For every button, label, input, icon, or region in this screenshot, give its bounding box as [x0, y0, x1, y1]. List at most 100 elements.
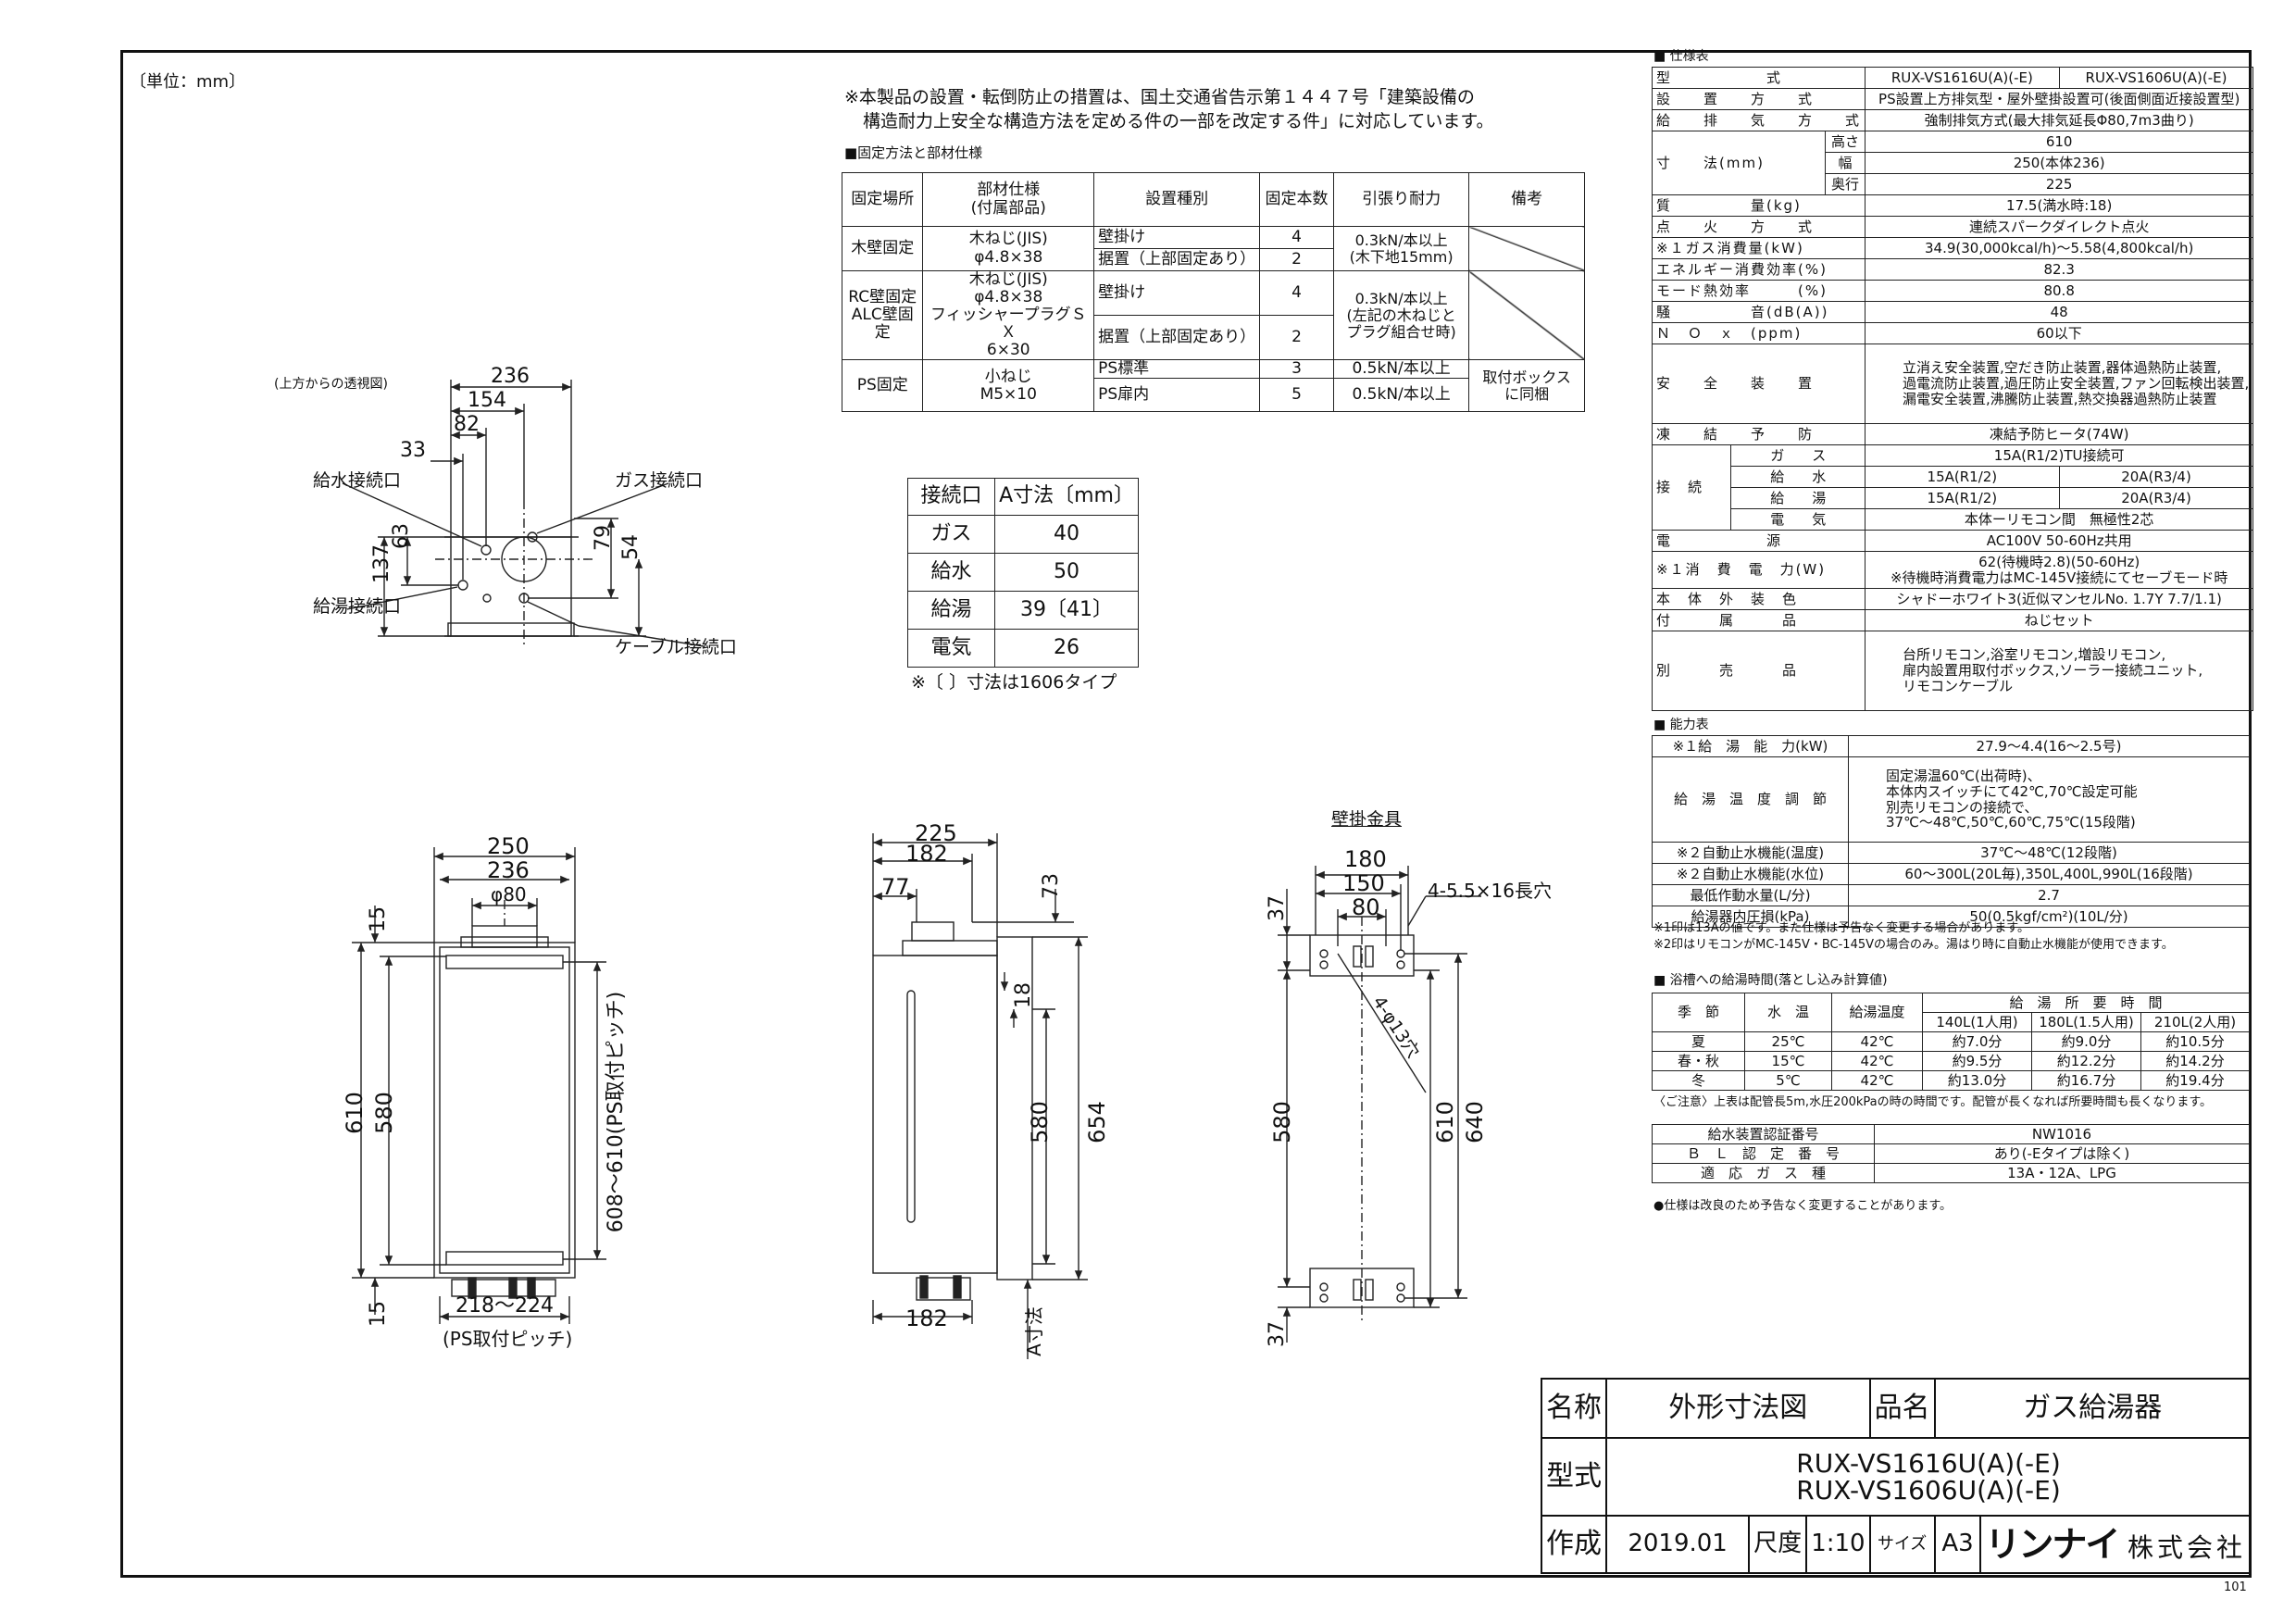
fixing-place: PS固定 [841, 359, 924, 413]
spec-value: 17.5(満水時:18) [1865, 194, 2254, 217]
spec-value: AC100V 50-60Hz共用 [1865, 530, 2254, 552]
cert-value: NW1016 [1874, 1124, 2250, 1144]
fill-header: 水 温 [1744, 993, 1832, 1032]
spec-sub-label: 給 湯 [1730, 487, 1866, 509]
fixing-strength: 0.5kN/本以上 [1332, 359, 1470, 380]
spec-value: PS設置上方排気型・屋外壁掛設置可(後面側面近接設置型) [1865, 88, 2254, 110]
title-size: A3 [1933, 1515, 1982, 1574]
fill-cell: 約10.5分 [2140, 1031, 2250, 1052]
spec-value: 20A(R3/4) [2058, 466, 2254, 488]
fixing-header: 固定場所 [841, 172, 924, 227]
spec-value: 15A(R1/2) [1865, 466, 2060, 488]
spec-value: 250(本体236) [1865, 152, 2254, 174]
fill-header: 季 節 [1652, 993, 1745, 1032]
fixing-type: 据置（上部固定あり） [1093, 315, 1261, 361]
spec-label: 電 源 [1651, 530, 1866, 552]
spec-value: 610 [1865, 131, 2254, 153]
capacity-label: 給 湯 温 度 調 節 [1652, 756, 1849, 843]
fixing-header: 設置種別 [1093, 172, 1261, 227]
fill-cell: 冬 [1652, 1070, 1745, 1091]
spec-label: Ｎ Ｏ ｘ (ppm) [1651, 322, 1866, 344]
spec-label: 設 置 方 式 [1651, 88, 1866, 110]
fixing-type: PS扉内 [1093, 378, 1261, 413]
title-scale: 1:10 [1805, 1515, 1871, 1574]
dim-236: 236 [491, 365, 530, 388]
fixing-place: RC壁固定 ALC壁固定 [841, 269, 924, 361]
label-water-inlet: 給水接続口 [313, 470, 402, 491]
dim-80: 80 [1352, 894, 1380, 920]
dim-180: 180 [1344, 846, 1387, 872]
dim-a: A寸法 [1022, 1306, 1045, 1356]
cert-note: ●仕様は改良のため予告なく変更することがあります。 [1653, 1199, 1953, 1213]
dim-225: 225 [915, 820, 957, 846]
fill-cell: 25℃ [1744, 1031, 1832, 1052]
fixing-table: 固定場所 部材仕様 (付属部品) 設置種別 固定本数 引張り耐力 備考 木壁固定… [841, 172, 1585, 413]
spec-value: 凍結予防ヒータ(74W) [1865, 423, 2254, 445]
fill-time-heading: ■ 浴槽への給湯時間(落とし込み計算値) [1653, 973, 1888, 988]
spec-sub-label: ガ ス [1730, 444, 1866, 467]
spec-label: 寸 法(mm) [1652, 131, 1826, 195]
spec-label: 付 属 品 [1651, 609, 1866, 631]
fixing-count: 4 [1259, 226, 1334, 249]
bracket-title: 壁掛金具 [1331, 809, 1403, 830]
spec-value: 60以下 [1865, 322, 2254, 344]
fill-cell: 42℃ [1831, 1031, 1923, 1052]
notice-line2: 構造耐力上安全な構造方法を定める件の一部を改定する件」に対応しています。 [863, 111, 1494, 131]
fixing-count: 5 [1259, 378, 1334, 413]
label-cable-inlet: ケーブル接続口 [615, 637, 737, 657]
spec-label: 本 体 外 装 色 [1651, 588, 1866, 610]
spec-optional-value: 台所リモコン,浴室リモコン,増設リモコン,扉内設置用取付ボックス,ソーラー接続ユ… [1865, 631, 2254, 711]
label-gas-inlet: ガス接続口 [615, 470, 704, 491]
dim-150: 150 [1342, 870, 1385, 896]
capacity-heading: ■ 能力表 [1653, 718, 1709, 732]
spec-label: 質 量(kg) [1651, 194, 1866, 217]
fill-cell: 春・秋 [1652, 1051, 1745, 1071]
label-hot-water-outlet: 給湯接続口 [313, 596, 402, 617]
spec-value: 82.3 [1865, 258, 2254, 281]
dim-610-bracket: 610 [1431, 1101, 1458, 1143]
dim-154: 154 [468, 389, 506, 412]
spec-value: 34.9(30,000kcal/h)～5.58(4,800kcal/h) [1865, 237, 2254, 259]
title-scale-label: 尺度 [1748, 1515, 1808, 1574]
spec-safety-value: 立消え安全装置,空だき防止装置,器体過熱防止装置,過電流防止装置,過圧防止安全装… [1865, 344, 2254, 424]
fill-cell: 15℃ [1744, 1051, 1832, 1071]
fill-header: 給 湯 所 要 時 間 [1922, 993, 2250, 1013]
fixing-type: PS標準 [1093, 359, 1261, 380]
spec-value: 20A(R3/4) [2058, 487, 2254, 509]
a-dim-row-value: 50 [994, 553, 1139, 592]
dim-phi80: φ80 [491, 883, 527, 906]
capacity-label: ※２自動止水機能(水位) [1652, 863, 1849, 885]
capacity-temp-value: 固定湯温60℃(出荷時)、本体内スイッチにて42℃,70℃設定可能別売リモコンの… [1848, 756, 2250, 843]
cert-value: あり(-Eタイプは除く) [1874, 1143, 2250, 1164]
spec-value: ねじセット [1865, 609, 2254, 631]
dim-640: 640 [1461, 1101, 1488, 1143]
spec-label: 安 全 装 置 [1651, 344, 1866, 424]
dim-580-side: 580 [1026, 1101, 1053, 1143]
fixing-heading: ■固定方法と部材仕様 [844, 144, 983, 161]
dim-63: 63 [390, 523, 413, 549]
a-dim-row-label: 給湯 [906, 591, 996, 630]
fixing-note: 取付ボックス に同梱 [1468, 359, 1585, 413]
notice-line1: ※本製品の設置・転倒防止の措置は、国土交通省告示第１４４７号「建築設備の [844, 87, 1475, 107]
brand-logo: リンナイ [1985, 1523, 2120, 1565]
unit-label: 〔単位：mm〕 [130, 72, 246, 92]
fill-cell: 約14.2分 [2140, 1051, 2250, 1071]
dim-77: 77 [881, 874, 910, 900]
top-view-caption: (上方からの透視図) [274, 377, 388, 392]
title-name: 外形寸法図 [1605, 1378, 1871, 1439]
title-product: ガス給湯器 [1933, 1378, 2252, 1439]
fill-cell: 約9.0分 [2031, 1031, 2141, 1052]
capacity-value: 60～300L(20L毎),350L,400L,990L(16段階) [1848, 863, 2250, 885]
fixing-count: 2 [1259, 315, 1334, 361]
title-size-label: サイズ [1868, 1515, 1936, 1574]
drawing-frame [120, 50, 2252, 1578]
spec-consume-value: 62(待機時2.8)(50-60Hz)※待機時消費電力はMC-145V接続にてセ… [1865, 551, 2254, 589]
a-dim-header: 接続口 [906, 478, 996, 516]
fill-cell: 42℃ [1831, 1070, 1923, 1091]
dim-33: 33 [400, 439, 426, 462]
fill-subheader: 210L(2人用) [2140, 1012, 2250, 1032]
spec-label: モード熱効率 (%) [1651, 280, 1866, 302]
